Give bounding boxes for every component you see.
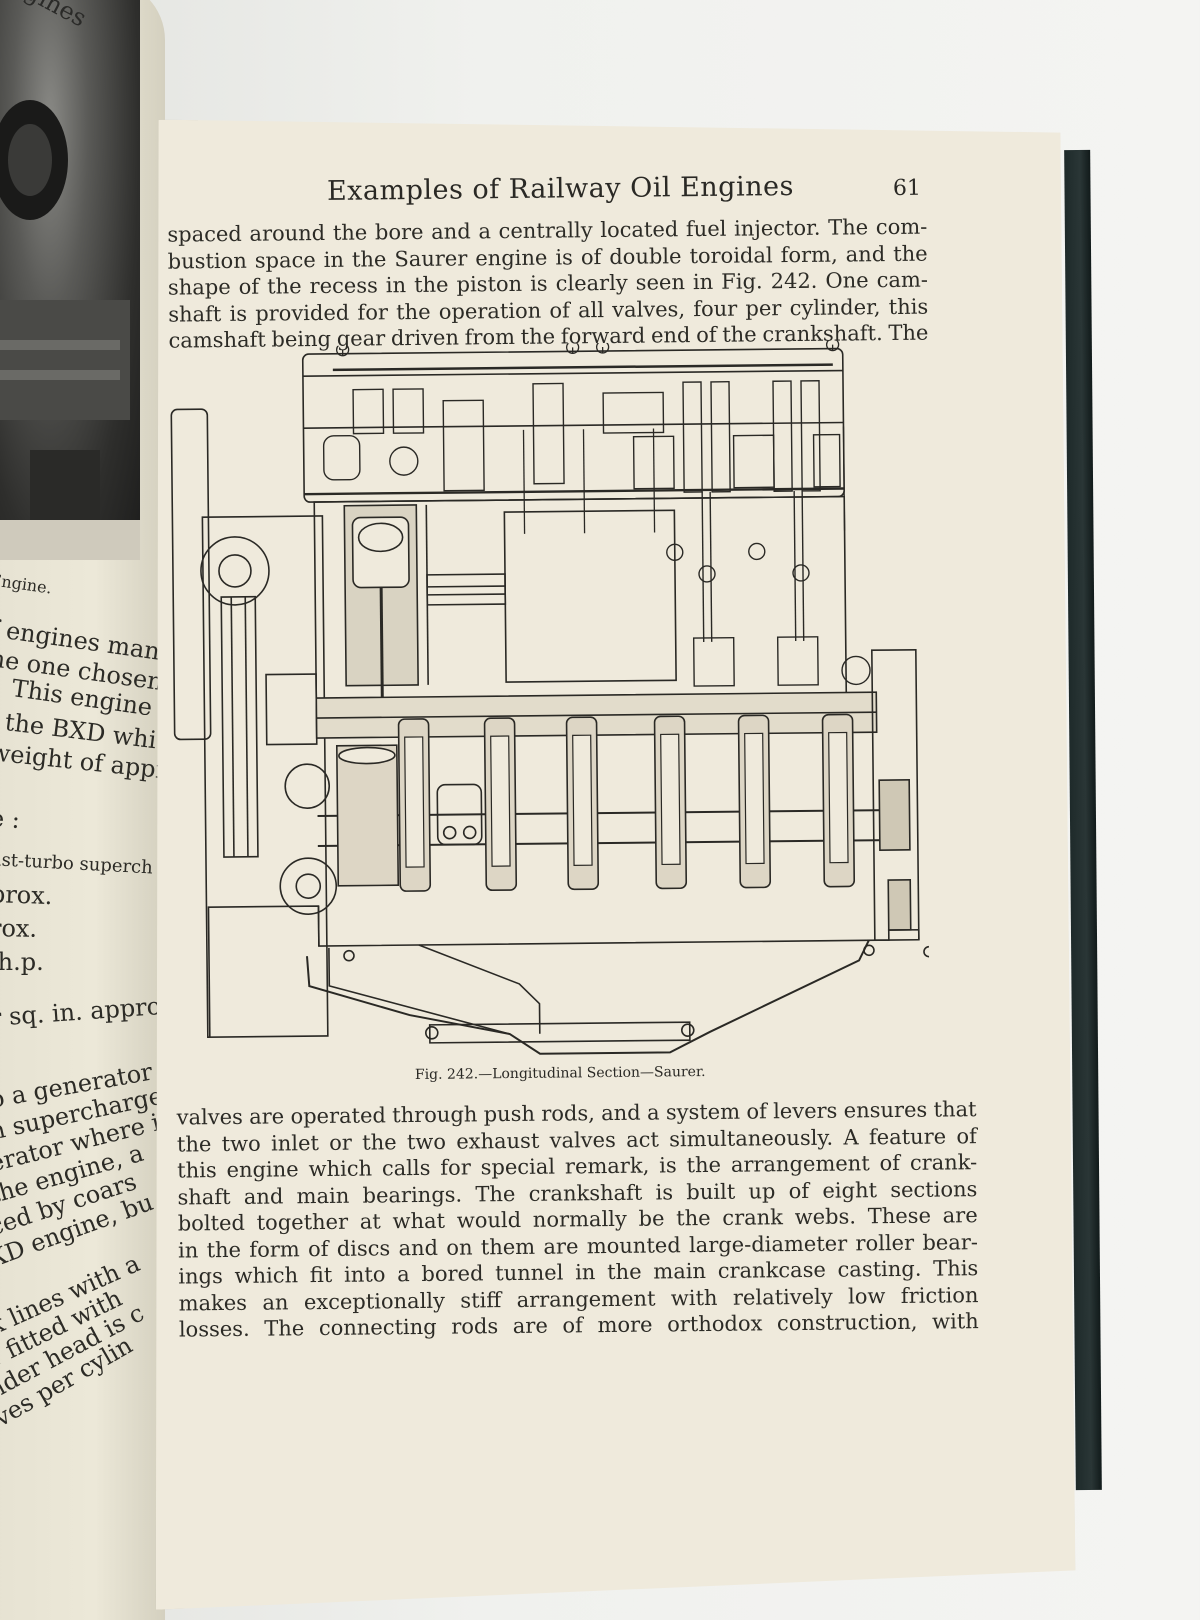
page-number: 61: [893, 176, 921, 201]
engine-photo: [0, 0, 140, 560]
left-facing-page: ngines Engine. f engines manuf he one ch…: [0, 0, 165, 1620]
left-line: ust-turbo superch: [0, 845, 154, 883]
left-line: rox.: [0, 913, 37, 944]
left-line: prox.: [0, 879, 53, 911]
engine-section-diagram: [163, 340, 930, 1068]
left-caption: Engine.: [0, 565, 54, 603]
running-head: Examples of Railway Oil Engines: [327, 171, 794, 207]
left-line: .h.p.: [0, 947, 44, 977]
book-page: Examples of Railway Oil Engines 61 space…: [140, 110, 1076, 1610]
left-line: r sq. in. approx.: [0, 990, 165, 1033]
left-line: e :: [0, 803, 21, 835]
engine-photo-shapes: [0, 0, 140, 560]
